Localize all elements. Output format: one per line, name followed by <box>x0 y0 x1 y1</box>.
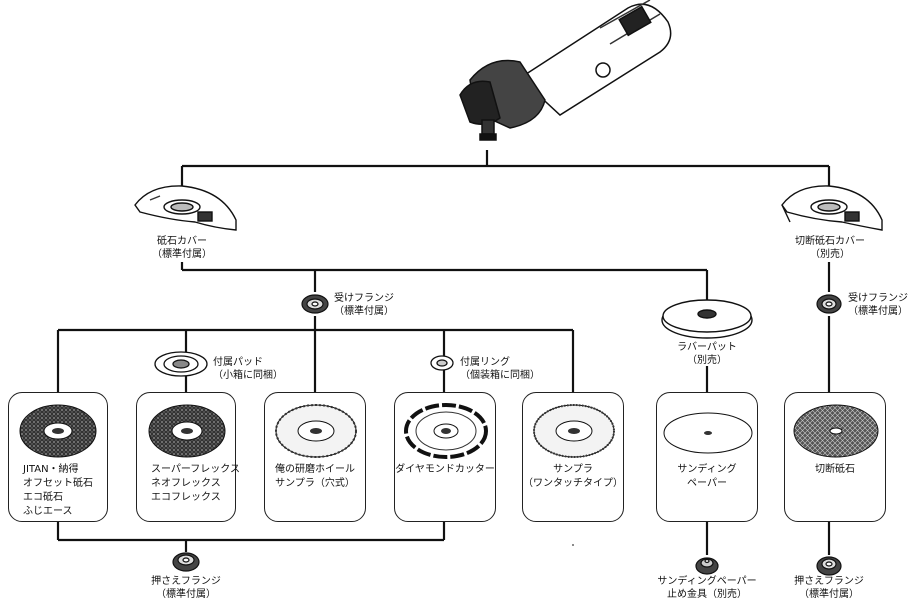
wheel-guard-icon <box>134 185 237 231</box>
card-offset-wheel-line-2: オフセット砥石 <box>23 478 93 489</box>
card-polishing-wheel-line-2: サンプラ（穴式） <box>275 478 355 489</box>
card-offset-wheel-text: JITAN・納得 オフセット砥石 エコ砥石 ふじエース <box>9 463 107 519</box>
accessory-ring-name: 付属リング <box>460 357 510 368</box>
card-sanding-paper-line-2: ペーパー <box>687 478 727 489</box>
card-sanding-paper: サンディング ペーパー <box>656 392 758 522</box>
guard-standard-name: 砥石カバー <box>157 236 207 247</box>
accessory-ring-label: 付属リング （個装箱に同梱） <box>460 356 540 382</box>
receive-flange-right-icon <box>816 294 842 314</box>
stray-dot <box>572 544 574 546</box>
card-cutting-wheel: 切断砥石 <box>784 392 886 522</box>
card-diamond-cutter-text: ダイヤモンドカッター <box>395 463 495 477</box>
card-offset-wheel: JITAN・納得 オフセット砥石 エコ砥石 ふじエース <box>8 392 108 522</box>
card-diamond-cutter-line-1: ダイヤモンドカッター <box>395 464 495 475</box>
card-offset-wheel-line-4: ふじエース <box>23 506 73 517</box>
press-flange-label: 押さえフランジ （標準付属） <box>136 575 236 601</box>
receive-flange-right-name: 受けフランジ <box>848 293 908 304</box>
sanding-fitting-label: サンディングペーパー 止め金具（別売） <box>647 575 767 601</box>
receive-flange-note: （標準付属） <box>334 306 394 317</box>
card-cutting-wheel-text: 切断砥石 <box>785 463 885 477</box>
flex-wheel-icon <box>148 404 226 458</box>
polishing-wheel-icon <box>275 404 357 458</box>
accessory-pad-icon <box>154 351 208 377</box>
press-flange-right-label: 押さえフランジ （標準付属） <box>784 575 874 601</box>
accessory-pad-name: 付属パッド <box>213 357 263 368</box>
card-sunpura-onetouch-text: サンプラ （ワンタッチタイプ） <box>523 463 623 491</box>
press-flange-name: 押さえフランジ <box>151 576 221 587</box>
receive-flange-right-label: 受けフランジ （標準付属） <box>848 292 908 318</box>
sanding-fitting-note: 止め金具（別売） <box>667 589 747 600</box>
guard-standard-note: （標準付属） <box>152 249 212 260</box>
card-flex-wheel-line-2: ネオフレックス <box>151 478 221 489</box>
receive-flange-name: 受けフランジ <box>334 293 394 304</box>
sanding-fitting-icon <box>695 557 719 575</box>
press-flange-note: （標準付属） <box>156 589 216 600</box>
rubber-pad-note: （別売） <box>687 355 727 366</box>
receive-flange-label: 受けフランジ （標準付属） <box>334 292 394 318</box>
card-flex-wheel-text: スーパーフレックス ネオフレックス エコフレックス <box>137 463 240 505</box>
receive-flange-icon <box>301 294 329 314</box>
offset-wheel-icon <box>19 404 97 458</box>
card-sunpura-onetouch: サンプラ （ワンタッチタイプ） <box>522 392 624 522</box>
rubber-pad-label: ラバーパット （別売） <box>662 341 752 367</box>
card-flex-wheel-line-1: スーパーフレックス <box>151 464 240 475</box>
card-flex-wheel-line-3: エコフレックス <box>151 492 221 503</box>
guard-cutting-note: （別売） <box>810 249 850 260</box>
diamond-cutter-icon <box>404 403 488 459</box>
card-sanding-paper-text: サンディング ペーパー <box>657 463 757 491</box>
card-offset-wheel-line-3: エコ砥石 <box>23 492 63 503</box>
card-polishing-wheel: 俺の研磨ホイール サンプラ（穴式） <box>264 392 366 522</box>
card-sanding-paper-line-1: サンディング <box>677 464 737 475</box>
guard-standard-label: 砥石カバー （標準付属） <box>142 235 222 261</box>
accessory-pad-label: 付属パッド （小箱に同梱） <box>213 356 283 382</box>
card-polishing-wheel-line-1: 俺の研磨ホイール <box>275 464 355 475</box>
card-offset-wheel-line-1: JITAN・納得 <box>23 464 79 475</box>
accessory-pad-note: （小箱に同梱） <box>213 370 283 381</box>
sanding-paper-icon <box>663 412 753 454</box>
cutting-wheel-icon <box>793 404 879 458</box>
card-sunpura-onetouch-line-2: （ワンタッチタイプ） <box>523 478 623 489</box>
rubber-pad-icon <box>661 299 753 339</box>
angle-grinder-icon <box>459 0 672 141</box>
rubber-pad-name: ラバーパット <box>677 342 737 353</box>
card-polishing-wheel-text: 俺の研磨ホイール サンプラ（穴式） <box>265 463 365 491</box>
accessory-ring-icon <box>430 355 454 371</box>
cutting-guard-icon <box>781 185 883 231</box>
card-sunpura-onetouch-line-1: サンプラ <box>553 464 593 475</box>
receive-flange-right-note: （標準付属） <box>848 306 908 317</box>
sanding-fitting-name: サンディングペーパー <box>657 576 757 587</box>
guard-cutting-label: 切断砥石カバー （別売） <box>785 235 875 261</box>
press-flange-right-note: （標準付属） <box>799 589 859 600</box>
accessory-ring-note: （個装箱に同梱） <box>460 370 540 381</box>
sunpura-onetouch-icon <box>533 404 615 458</box>
press-flange-right-name: 押さえフランジ <box>794 576 864 587</box>
press-flange-right-icon <box>816 556 842 576</box>
card-flex-wheel: スーパーフレックス ネオフレックス エコフレックス <box>136 392 240 522</box>
press-flange-icon <box>172 552 200 572</box>
card-diamond-cutter: ダイヤモンドカッター <box>394 392 496 522</box>
guard-cutting-name: 切断砥石カバー <box>795 236 865 247</box>
card-cutting-wheel-line-1: 切断砥石 <box>815 464 855 475</box>
